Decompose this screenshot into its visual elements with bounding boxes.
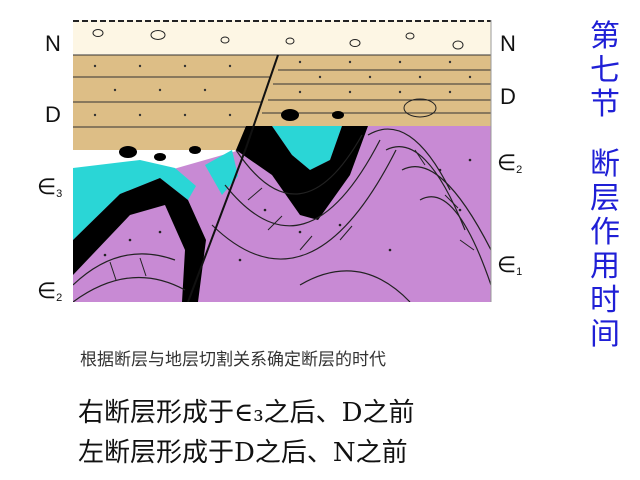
- label-n-right: N: [500, 31, 516, 56]
- label-d-left: D: [45, 102, 61, 127]
- label-c1-right: ∈1: [497, 252, 523, 279]
- coal-layer-left: [73, 178, 206, 302]
- left-fault-statement: 左断层形成于D之后、N之前: [78, 438, 408, 468]
- left-fault-line: [187, 147, 247, 302]
- label-c2-right: ∈2: [497, 150, 523, 177]
- caption: 根据断层与地层切割关系确定断层的时代: [80, 350, 386, 370]
- section-title-line1: 第七节: [590, 19, 620, 122]
- right-fault-line: [245, 54, 279, 149]
- label-d-right: D: [500, 84, 516, 109]
- label-c2-left: ∈2: [37, 278, 63, 305]
- right-fault-statement: 右断层形成于∈₃之后、D之前: [78, 398, 415, 428]
- section-title-line2: 断层作用时间: [590, 147, 620, 352]
- layer-c3-right-core: [272, 126, 342, 170]
- label-c3-left: ∈3: [37, 174, 63, 201]
- layer-c3-left: [73, 160, 196, 240]
- label-n-left: N: [45, 31, 61, 56]
- layer-n: [73, 20, 491, 55]
- layer-d-right: [250, 55, 491, 126]
- coal-layer-right: [236, 126, 368, 220]
- layer-c1-right-block: [188, 126, 491, 302]
